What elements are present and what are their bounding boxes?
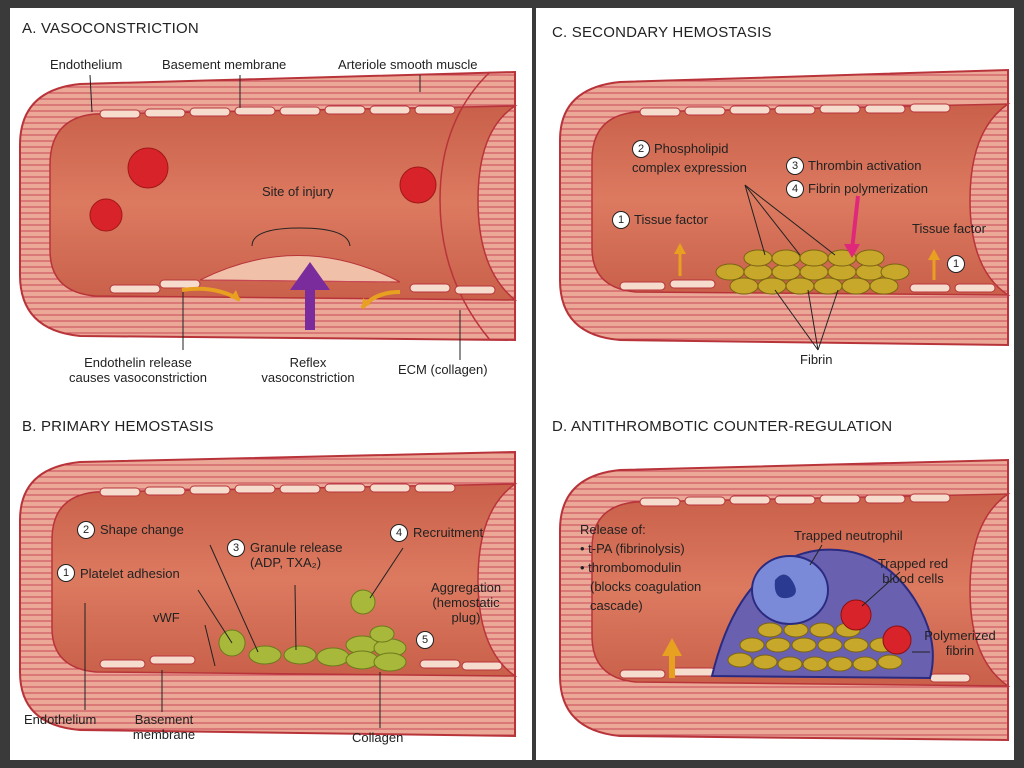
label-thrombomodulin: • thrombomodulin [580,560,682,575]
label-collagen-b: Collagen [352,730,404,745]
label-tissue-factor-right: Tissue factor [912,221,986,236]
panel-d-title: D. ANTITHROMBOTIC COUNTER-REGULATION [552,418,893,435]
label-release-of: Release of: [580,522,646,537]
label-thrombin-activation: Thrombin activation [808,158,922,173]
step-1-marker-c-right: 1 [947,255,965,273]
step-3-marker-b: 3 [227,539,245,557]
label-vwf: vWF [153,610,180,625]
label-cascade: cascade) [590,598,643,613]
label-arteriole-smooth-muscle: Arteriole smooth muscle [338,57,478,72]
step-5-marker-b: 5 [416,631,434,649]
step-2-marker-b: 2 [77,521,95,539]
step-4-marker-c: 4 [786,180,804,198]
label-tpa: • t-PA (fibrinolysis) [580,541,685,556]
panel-a-title: A. VASOCONSTRICTION [22,20,199,37]
step-4-marker-b: 4 [390,524,408,542]
label-endothelium-b: Endothelium [24,712,97,727]
label-tissue-factor-left: Tissue factor [634,212,708,227]
panel-b-title: B. PRIMARY HEMOSTASIS [22,418,214,435]
label-blocks-coagulation: (blocks coagulation [590,579,702,594]
label-endothelium-a: Endothelium [50,57,123,72]
vessel-c [559,68,1011,351]
step-2-marker-c: 2 [632,140,650,158]
label-basement-membrane-a: Basement membrane [162,57,287,72]
panel-divider [532,8,536,760]
label-phospholipid: Phospholipid [654,141,729,156]
label-recruitment: Recruitment [413,525,484,540]
label-fibrin-polymerization: Fibrin polymerization [808,181,928,196]
label-platelet-adhesion: Platelet adhesion [80,566,180,581]
step-1-marker-c-left: 1 [612,211,630,229]
label-site-of-injury: Site of injury [262,184,334,199]
vessel-a [19,70,518,360]
step-3-marker-c: 3 [786,157,804,175]
panel-c-title: C. SECONDARY HEMOSTASIS [552,24,772,41]
label-ecm-collagen: ECM (collagen) [398,362,488,377]
label-complex-expression: complex expression [632,160,747,175]
label-shape-change: Shape change [100,522,184,537]
label-fibrin: Fibrin [800,352,833,367]
step-1-marker-b: 1 [57,564,75,582]
label-granule-release: Granule release(ADP, TXA₂) [250,540,343,570]
vessel-d [559,458,1011,742]
label-trapped-neutrophil: Trapped neutrophil [794,528,903,543]
